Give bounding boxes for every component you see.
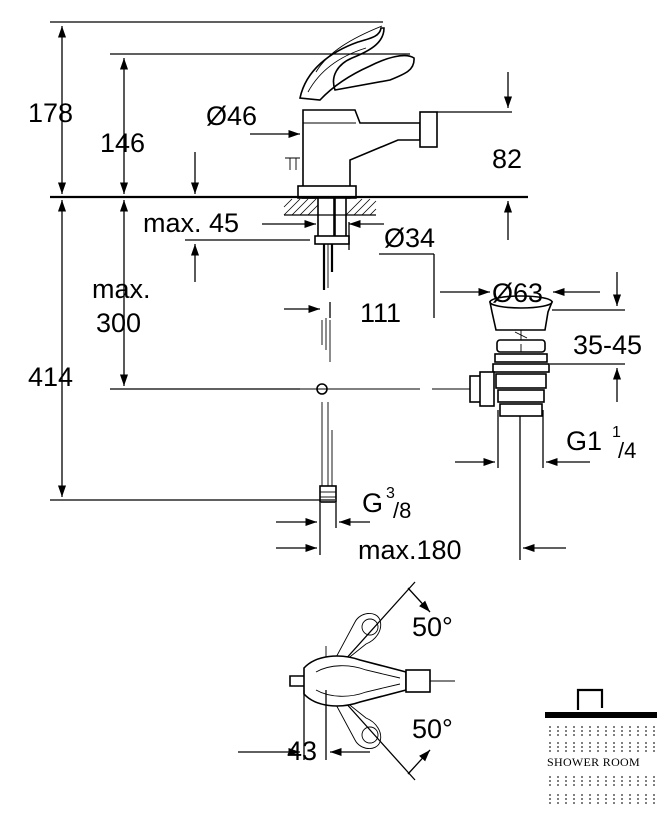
dim-g3-8-denominator: /8 (393, 498, 411, 523)
dimension-labels: 178 146 Ø46 82 max. 45 Ø34 max. 300 414 … (28, 98, 642, 766)
mixer-front-view (285, 25, 470, 503)
dim-35-45: 35-45 (573, 330, 642, 360)
dim-diameter-63: Ø63 (492, 278, 543, 308)
dim-max-180: max.180 (358, 535, 462, 565)
dim-g1-main: G1 (566, 426, 602, 456)
mixer-top-view (238, 581, 455, 781)
dim-43: 43 (287, 736, 317, 766)
logo-text: SHOWER ROOM (547, 755, 640, 769)
dim-414: 414 (28, 362, 73, 392)
dim-82: 82 (492, 144, 522, 174)
dim-max-300-line1: max. (92, 274, 151, 304)
dim-g3-8-main: G (362, 488, 383, 518)
dim-111: 111 (360, 298, 401, 328)
dimension-lines (50, 21, 625, 555)
dim-146: 146 (100, 128, 145, 158)
shower-room-logo: SHOWER ROOM (545, 688, 657, 806)
dim-max-45: max. 45 (143, 208, 239, 238)
dim-angle-top: 50° (412, 612, 453, 642)
dim-max-300-line2: 300 (96, 308, 141, 338)
waste-fitting (469, 295, 554, 560)
shower-head-icon (545, 688, 657, 806)
dim-g3-8-numerator: 3 (386, 485, 395, 502)
dim-178: 178 (28, 98, 73, 128)
dim-g1-numerator: 1 (612, 424, 621, 441)
dim-diameter-34: Ø34 (384, 223, 435, 253)
dim-angle-bottom: 50° (412, 714, 453, 744)
dim-g1-denominator: /4 (618, 438, 636, 463)
countertop (50, 195, 528, 216)
dim-diameter-46: Ø46 (206, 101, 257, 131)
